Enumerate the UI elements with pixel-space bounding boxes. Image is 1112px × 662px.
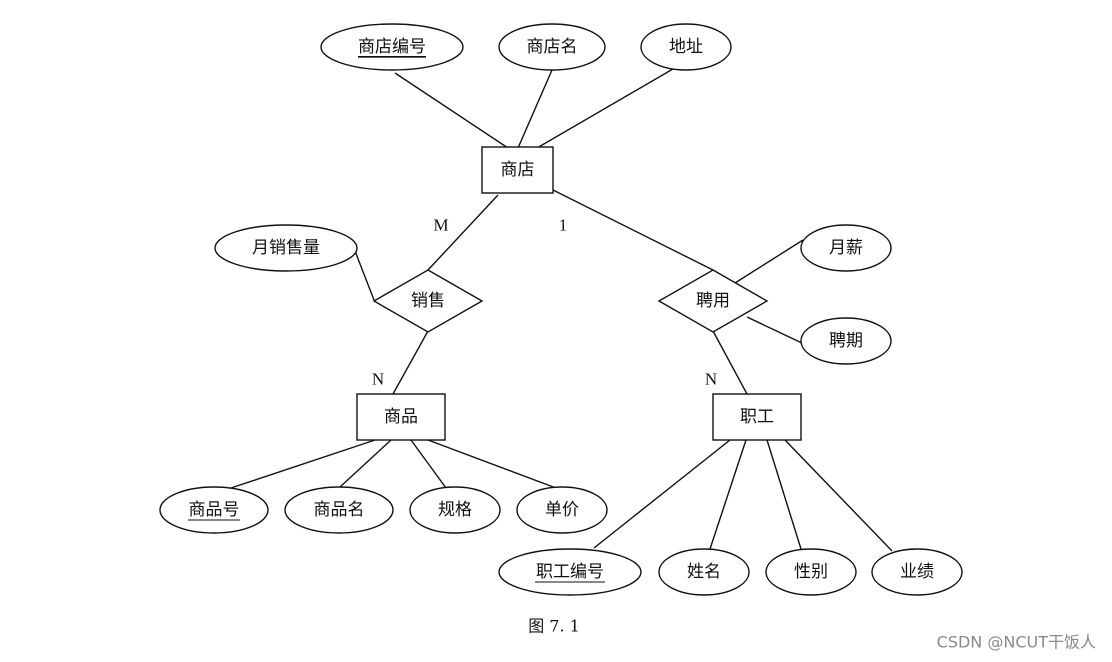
attribute-monthly-sales-label: 月销售量 — [252, 238, 320, 258]
attribute-product-name-label: 商品名 — [314, 500, 365, 520]
attribute-employee-id: 职工编号 — [498, 548, 642, 596]
edge-store-id — [394, 72, 509, 149]
watermark: CSDN @NCUT干饭人 — [937, 633, 1096, 652]
cardinality-store-hire: 1 — [559, 216, 568, 235]
entity-product-label: 商品 — [384, 407, 418, 427]
connector-lines — [230, 65, 893, 552]
entity-product: 商品 — [356, 393, 446, 441]
attribute-product-id-label: 商品号 — [189, 500, 240, 520]
attribute-spec: 规格 — [409, 486, 501, 534]
attribute-unit-price: 单价 — [516, 486, 608, 534]
relationship-hire-label: 聘用 — [696, 291, 730, 311]
entity-employee-label: 职工 — [740, 407, 774, 427]
attribute-product-name: 商品名 — [284, 486, 394, 534]
attribute-monthly-salary-label: 月薪 — [829, 238, 863, 258]
attribute-gender-label: 性别 — [794, 562, 828, 582]
edge-spec — [410, 439, 447, 489]
attribute-name: 姓名 — [658, 548, 750, 596]
attribute-store-name: 商店名 — [498, 23, 606, 71]
attribute-store-id-label: 商店编号 — [358, 37, 426, 57]
relationship-hire: 聘用 — [657, 269, 769, 333]
edge-term — [746, 316, 805, 345]
attribute-monthly-sales: 月销售量 — [214, 224, 358, 272]
attribute-unit-price-label: 单价 — [545, 500, 579, 520]
entity-store: 商店 — [481, 146, 554, 194]
cardinality-product-sell: N — [372, 370, 384, 389]
attribute-spec-label: 规格 — [438, 500, 472, 520]
attribute-product-id: 商品号 — [159, 486, 269, 534]
edge-employee-id — [593, 439, 731, 549]
edge-performance — [784, 439, 893, 552]
edge-store-name — [517, 69, 553, 149]
edge-salary — [734, 239, 804, 284]
attribute-hire-term: 聘期 — [800, 317, 892, 365]
edge-hire-employee — [712, 330, 748, 395]
attribute-performance-label: 业绩 — [900, 562, 934, 582]
figure-caption: 图 7. 1 — [528, 617, 580, 636]
attribute-address-label: 地址 — [669, 37, 703, 57]
edge-store-sell — [427, 194, 499, 271]
edge-store-hire — [552, 189, 714, 271]
edge-product-id — [230, 439, 376, 489]
attribute-gender: 性别 — [765, 548, 857, 596]
attribute-store-name-label: 商店名 — [527, 37, 578, 57]
edge-address — [536, 65, 679, 149]
edge-unit-price — [427, 439, 557, 489]
relationship-sell: 销售 — [372, 269, 484, 333]
attribute-employee-id-label: 职工编号 — [536, 562, 604, 582]
attribute-address: 地址 — [640, 23, 732, 71]
relationship-sell-label: 销售 — [411, 291, 445, 311]
attribute-performance: 业绩 — [871, 548, 963, 596]
edge-sell-product — [392, 330, 429, 395]
entity-store-label: 商店 — [501, 160, 535, 180]
attribute-monthly-salary: 月薪 — [800, 224, 892, 272]
edge-product-name — [339, 439, 392, 488]
cardinality-employee-hire: N — [705, 370, 717, 389]
edge-name — [709, 439, 747, 550]
attribute-hire-term-label: 聘期 — [829, 331, 863, 351]
attribute-name-label: 姓名 — [687, 562, 721, 582]
cardinality-store-sell: M — [433, 216, 448, 235]
entity-employee: 职工 — [712, 393, 802, 441]
edge-gender — [766, 439, 802, 550]
edge-monthly-sales — [354, 250, 375, 301]
attribute-store-id: 商店编号 — [320, 23, 464, 71]
